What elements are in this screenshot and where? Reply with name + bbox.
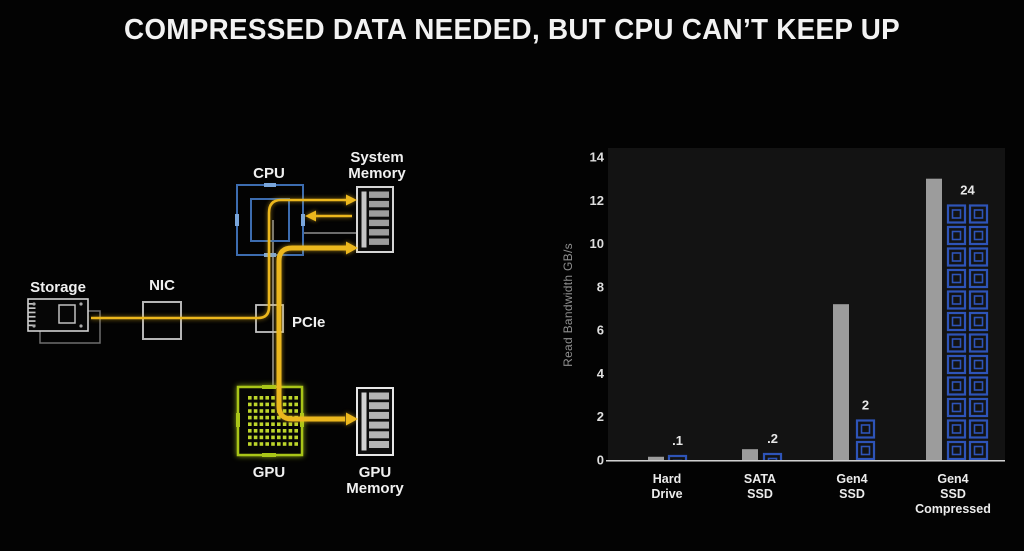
- category-label: SATA: [744, 472, 776, 486]
- cpu-label: CPU: [253, 165, 285, 182]
- category-label: Gen4: [937, 472, 968, 486]
- cpu-chip-icon: [968, 440, 989, 460]
- gpu-memory-label-line2: Memory: [346, 480, 404, 497]
- cpu-chip-icon: [946, 290, 967, 310]
- cpu-chip-icon: [968, 376, 989, 396]
- category-label: Compressed: [915, 502, 991, 516]
- cpu-chip-icon: [855, 419, 876, 439]
- cpu-chip-icon: [855, 440, 876, 460]
- cpu-chip-icon: [946, 440, 967, 460]
- slide-title: COMPRESSED DATA NEEDED, BUT CPU CAN’T KE…: [123, 14, 901, 46]
- cpu-chip-icon: [968, 247, 989, 267]
- system-memory-label-line2: Memory: [348, 165, 406, 182]
- y-tick-label: 10: [590, 236, 604, 251]
- category-label: Drive: [651, 487, 682, 501]
- data-flow-lines: [91, 194, 358, 426]
- bandwidth-chart: Read Bandwidth GB/s02468101214.1.2224Har…: [561, 148, 1005, 516]
- cpu-chip-icon: [968, 354, 989, 375]
- storage-connector-pins: [28, 303, 36, 327]
- thick-arrowhead-into-system-memory: [346, 241, 358, 255]
- arrowhead-into-cpu: [305, 210, 316, 222]
- cpu-chip-icon: [968, 225, 989, 246]
- cores-value-label: 24: [960, 183, 975, 198]
- cpu-chip-icon: [946, 204, 967, 224]
- y-tick-label: 2: [597, 409, 604, 424]
- gpu-label: GPU: [253, 464, 286, 481]
- nic-icon: [142, 301, 182, 340]
- storage-label: Storage: [30, 279, 86, 296]
- system-memory-icon: [356, 186, 394, 253]
- cores-value-label: .1: [672, 433, 683, 448]
- cpu-chip-icon: [946, 225, 967, 246]
- gpu-memory-icon: [356, 387, 394, 456]
- cores-value-label: .2: [767, 431, 778, 446]
- storage-to-memory-flow-line: [91, 198, 346, 320]
- y-tick-label: 8: [597, 279, 604, 294]
- category-label: SSD: [747, 487, 773, 501]
- bar: [742, 449, 758, 460]
- cores-value-label: 2: [862, 398, 869, 413]
- cpu-chip-icon: [946, 247, 967, 267]
- y-axis-title: Read Bandwidth GB/s: [561, 243, 575, 367]
- gpu-memory-label-line1: GPU: [359, 464, 392, 481]
- bar: [648, 456, 664, 460]
- cpu-cores-icons: [667, 204, 989, 460]
- cpu-chip-icon: [946, 376, 967, 396]
- pcie-label: PCIe: [292, 314, 325, 331]
- cpu-chip-icon: [667, 454, 688, 460]
- cpu-chip-icon: [946, 333, 967, 353]
- y-tick-label: 4: [597, 366, 605, 381]
- arrowhead-into-system-memory: [346, 194, 357, 206]
- storage-icon: [27, 298, 101, 344]
- cpu-chip-icon: [762, 452, 783, 460]
- cpu-chip-icon: [946, 268, 967, 289]
- cpu-chip-icon: [946, 354, 967, 375]
- cpu-chip-icon: [946, 311, 967, 332]
- cpu-chip-icon: [968, 419, 989, 439]
- y-tick-label: 12: [590, 193, 604, 208]
- cpu-chip-icon: [946, 419, 967, 439]
- cpu-chip-icon: [968, 204, 989, 224]
- cpu-chip-icon: [968, 311, 989, 332]
- nic-label: NIC: [149, 277, 175, 294]
- category-label: SSD: [839, 487, 865, 501]
- plot-background: [608, 148, 1005, 462]
- cpu-chip-icon: [968, 268, 989, 289]
- gray-links: [272, 220, 357, 387]
- category-label: Hard: [653, 472, 681, 486]
- cpu-chip-icon: [968, 290, 989, 310]
- category-label: Gen4: [836, 472, 867, 486]
- arrowhead-into-gpu-memory: [346, 412, 358, 426]
- y-tick-label: 0: [597, 453, 604, 468]
- architecture-diagram: Storage NIC PCIe CPU System Memory: [27, 149, 406, 497]
- y-tick-label: 6: [597, 323, 604, 338]
- system-memory-label-line1: System: [350, 149, 403, 166]
- cpu-chip-icon: [968, 397, 989, 418]
- bar: [833, 304, 849, 460]
- cpu-chip-icon: [968, 333, 989, 353]
- bar: [926, 178, 942, 460]
- y-tick-label: 14: [590, 150, 605, 165]
- memory-to-gpu-flow-line: [276, 245, 346, 422]
- category-label: SSD: [940, 487, 966, 501]
- cpu-chip-icon: [946, 397, 967, 418]
- gpu-core-grid: [248, 396, 298, 446]
